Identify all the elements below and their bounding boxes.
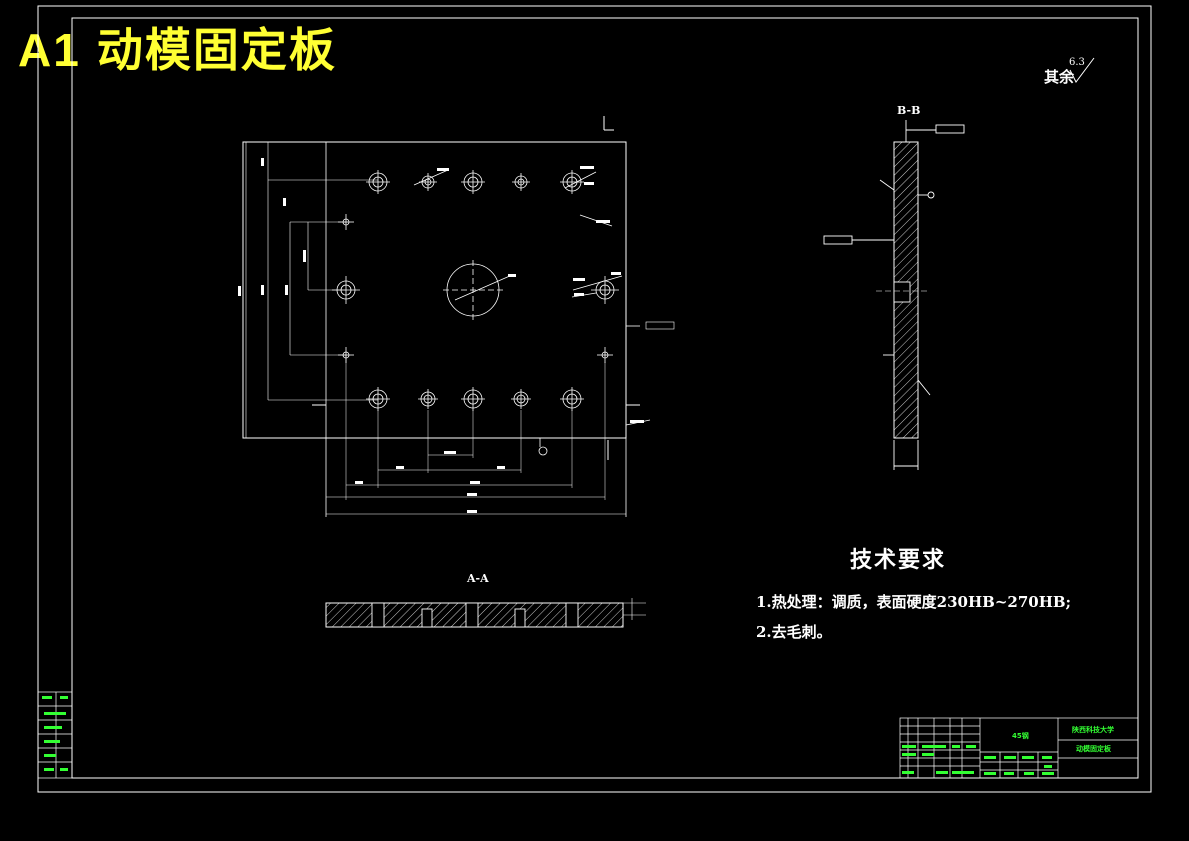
hole-top-4 (512, 173, 530, 191)
hole-top-5 (560, 170, 584, 194)
sheet-title: A1 动模固定板 (18, 14, 337, 80)
hole-top-1 (366, 170, 390, 194)
pin-hole-3 (597, 347, 613, 363)
outer-frame (37, 5, 1152, 793)
guide-hole-left (332, 276, 360, 304)
title-block-marks (902, 745, 1054, 775)
inner-frame (71, 17, 1139, 779)
sheet-code: A1 (18, 24, 81, 76)
pin-hole-1 (338, 214, 354, 230)
title-block (899, 717, 1139, 779)
surface-finish-label: 其余 (1044, 68, 1075, 86)
section-bb-label: B-B (897, 104, 921, 117)
hole-bottom-1 (366, 387, 390, 411)
roughness-symbol (1069, 57, 1095, 83)
tech-requirement-1: 1.热处理：调质，表面硬度230HB~270HB; (756, 593, 1072, 611)
binding-strip-block (37, 691, 73, 779)
hole-bottom-4 (511, 389, 531, 409)
dimension-marks (238, 158, 675, 513)
surface-finish-value: 6.3 (1069, 57, 1085, 68)
section-aa-view (325, 598, 646, 628)
hole-bottom-5 (560, 387, 584, 411)
tech-requirements-heading: 技术要求 (850, 547, 947, 573)
hole-bottom-2 (418, 389, 438, 409)
plate-outline (242, 141, 627, 439)
hole-bottom-3 (461, 387, 485, 411)
section-bb-view (823, 120, 965, 470)
guide-hole-right (591, 276, 619, 304)
section-aa-label: A-A (467, 572, 489, 585)
hole-top-3 (461, 170, 485, 194)
binding-strip-marks (42, 696, 68, 771)
plan-view (242, 116, 640, 517)
title-block-drawing-name: 动模固定板 (1076, 745, 1111, 753)
plan-holes (332, 169, 651, 456)
pin-hole-2 (338, 347, 354, 363)
tech-requirement-2: 2.去毛刺。 (756, 623, 832, 641)
center-bore (443, 260, 513, 320)
sheet-name: 动模固定板 (96, 24, 337, 76)
title-block-material: 45钢 (1012, 732, 1029, 740)
title-block-school: 陕西科技大学 (1072, 726, 1114, 734)
